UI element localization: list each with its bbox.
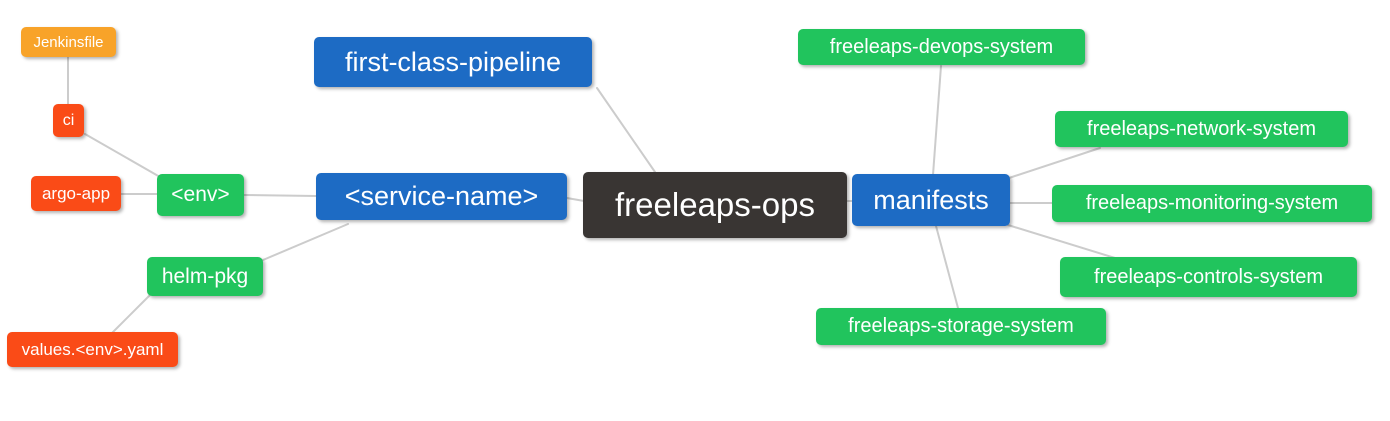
node-freeleaps-ops-root[interactable]: freeleaps-ops	[583, 172, 847, 238]
edge-service-name-helm-pkg	[262, 223, 349, 261]
edge-manifests-network	[1008, 147, 1101, 179]
node-service-name[interactable]: <service-name>	[316, 173, 567, 220]
node-values-env-yaml[interactable]: values.<env>.yaml	[7, 332, 178, 367]
node-ci[interactable]: ci	[53, 104, 84, 137]
node-helm-pkg[interactable]: helm-pkg	[147, 257, 263, 296]
node-argo-app[interactable]: argo-app	[31, 176, 121, 211]
edge-ci-env	[84, 133, 161, 178]
node-jenkinsfile[interactable]: Jenkinsfile	[21, 27, 116, 57]
node-freeleaps-controls-system[interactable]: freeleaps-controls-system	[1060, 257, 1357, 297]
edge-pipeline-ops	[596, 87, 656, 173]
node-freeleaps-devops-system[interactable]: freeleaps-devops-system	[798, 29, 1085, 65]
edge-manifests-devops	[932, 65, 942, 176]
edge-service-name-ops	[566, 197, 585, 202]
node-freeleaps-storage-system[interactable]: freeleaps-storage-system	[816, 308, 1106, 345]
edge-env-service-name	[243, 194, 317, 197]
node-freeleaps-monitoring-system[interactable]: freeleaps-monitoring-system	[1052, 185, 1372, 222]
node-env[interactable]: <env>	[157, 174, 244, 216]
edge-manifests-storage	[935, 225, 959, 309]
edge-manifests-controls	[1007, 224, 1116, 259]
edge-helm-pkg-values-yaml	[111, 294, 151, 334]
node-freeleaps-network-system[interactable]: freeleaps-network-system	[1055, 111, 1348, 147]
node-first-class-pipeline[interactable]: first-class-pipeline	[314, 37, 592, 87]
node-manifests[interactable]: manifests	[852, 174, 1010, 226]
